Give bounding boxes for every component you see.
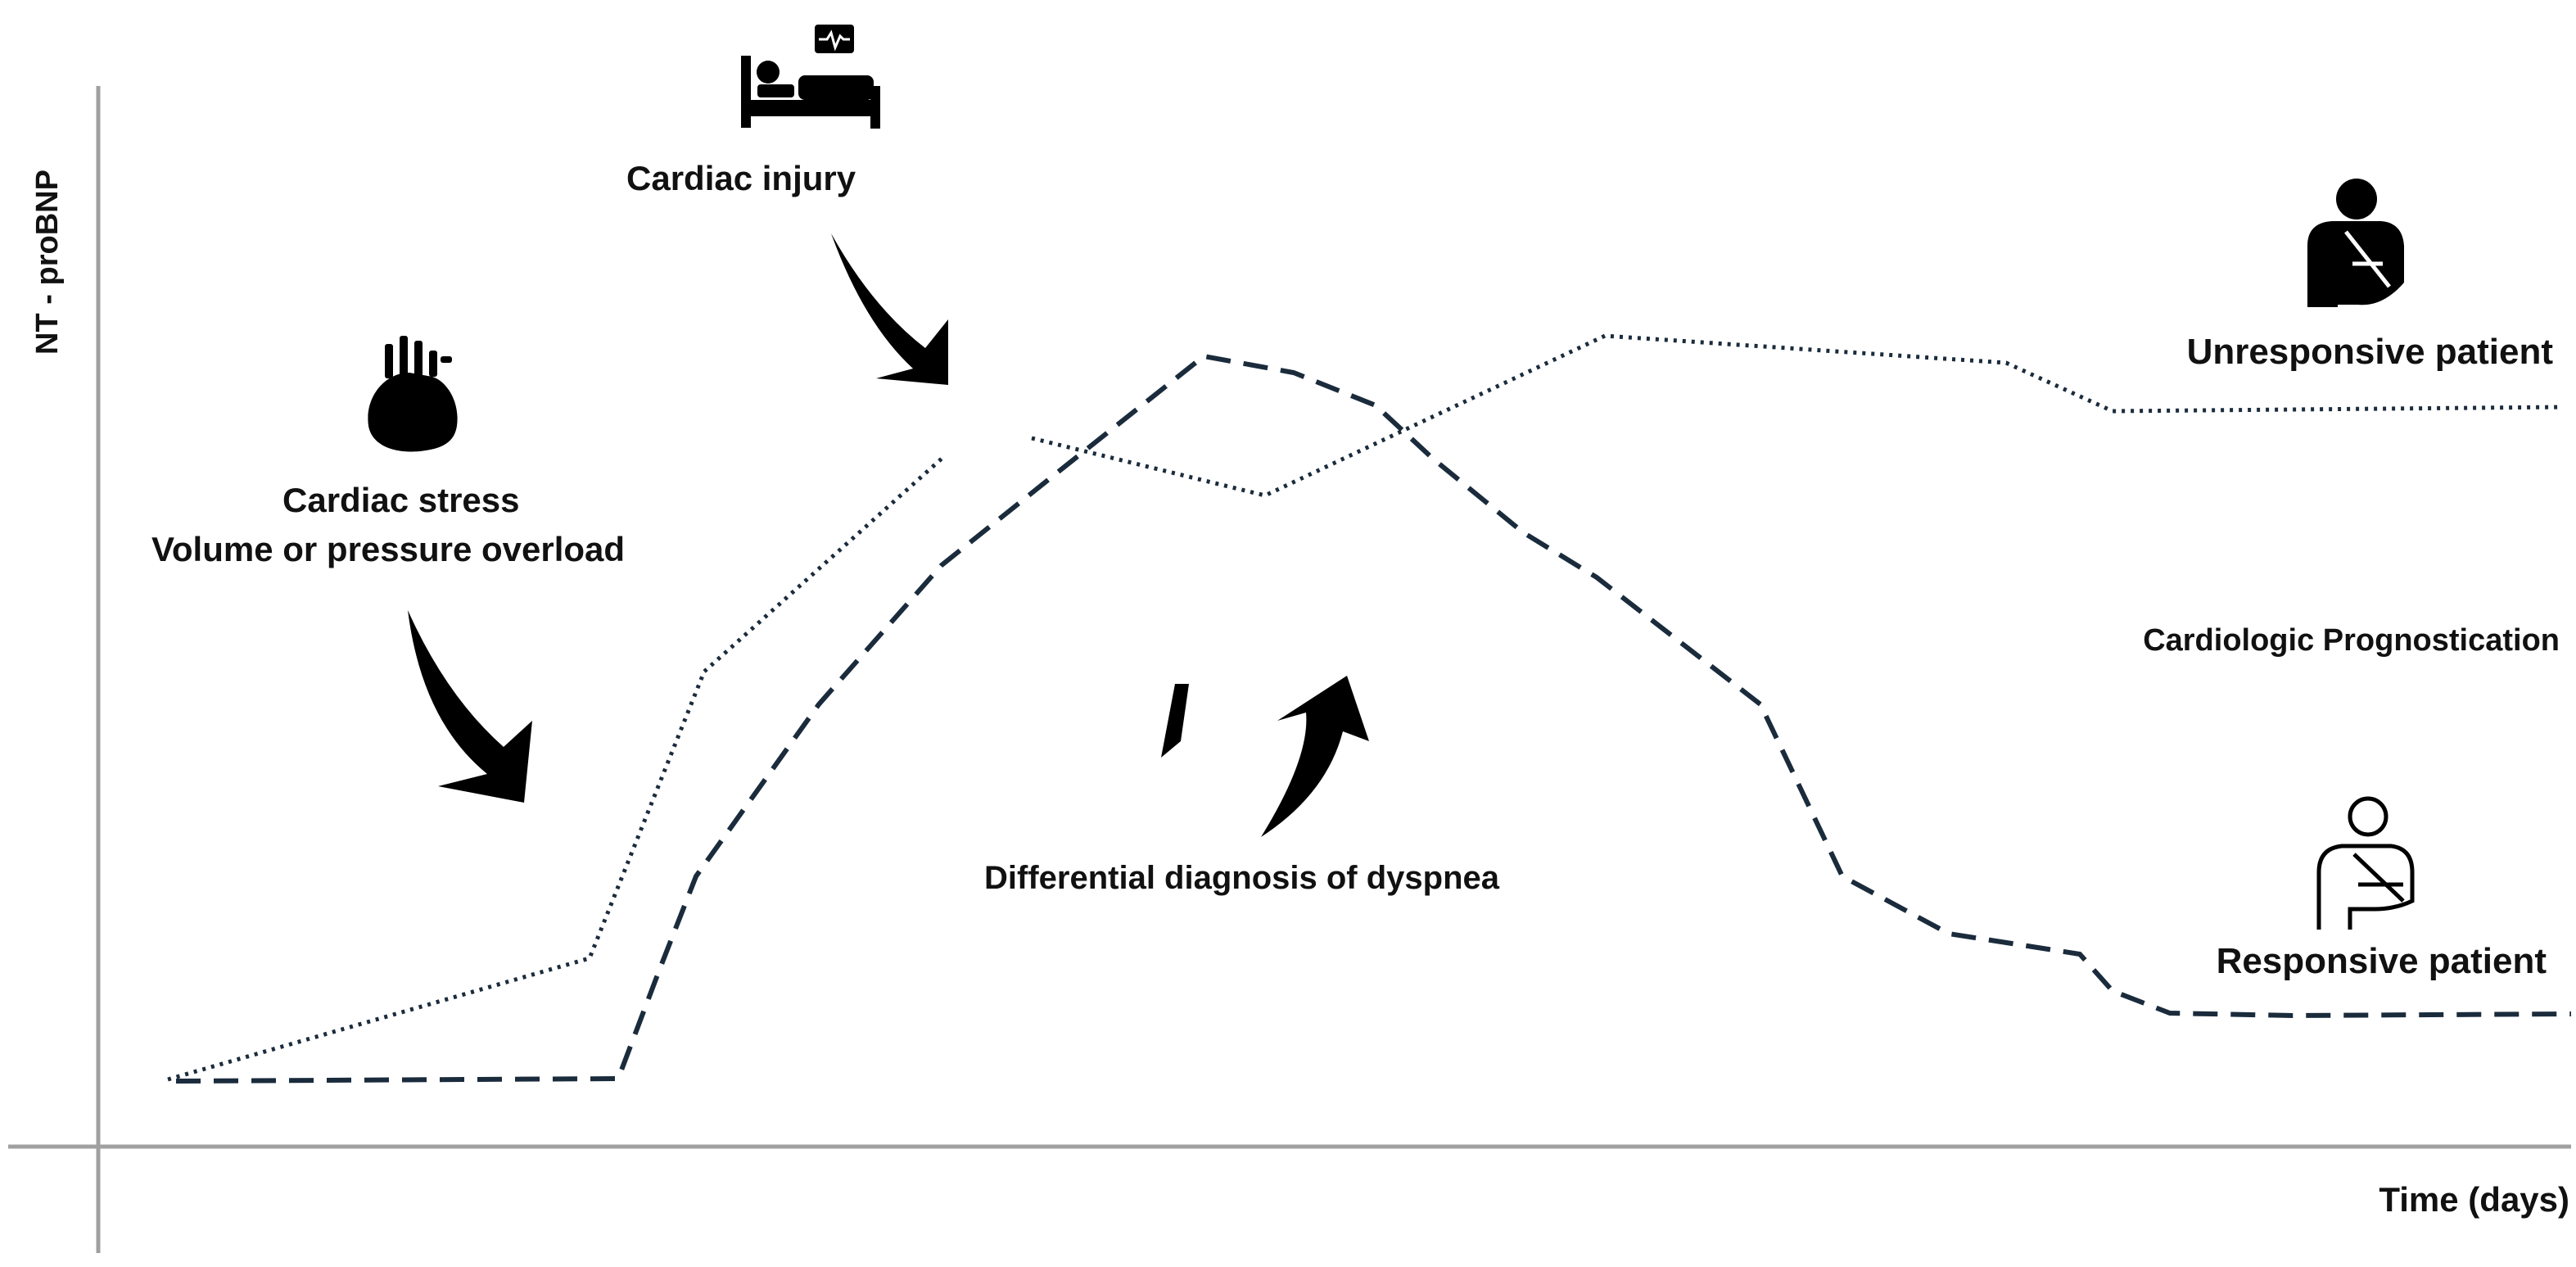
y-axis-label: NT - proBNP: [30, 170, 65, 355]
prognostication-label: Cardiologic Prognostication: [2143, 623, 2560, 658]
heart-icon: [368, 336, 458, 452]
bed-icon: [741, 25, 880, 129]
unresponsive-patient-label: Unresponsive patient: [2186, 332, 2553, 372]
arrow-differential-right: [1261, 676, 1369, 837]
unresponsive-patient-icon: [2307, 179, 2404, 307]
arrow-cardiac-injury: [831, 233, 948, 385]
cardiac-stress-label: Cardiac stress: [282, 481, 520, 519]
unresponsive-curve: [167, 457, 943, 1082]
unresponsive-curve-continuation: [1031, 333, 2564, 498]
responsive-patient-label: Responsive patient: [2216, 941, 2547, 981]
responsive-curve: [175, 353, 2572, 1084]
cardiac-injury-label: Cardiac injury: [626, 159, 856, 197]
arrow-cardiac-stress: [408, 610, 532, 803]
responsive-patient-icon: [2316, 796, 2415, 930]
x-axis-label: Time (days): [2379, 1180, 2569, 1219]
volume-overload-label: Volume or pressure overload: [151, 530, 626, 568]
arrow-differential-left: [1161, 684, 1189, 758]
differential-diagnosis-label: Differential diagnosis of dyspnea: [984, 860, 1500, 896]
